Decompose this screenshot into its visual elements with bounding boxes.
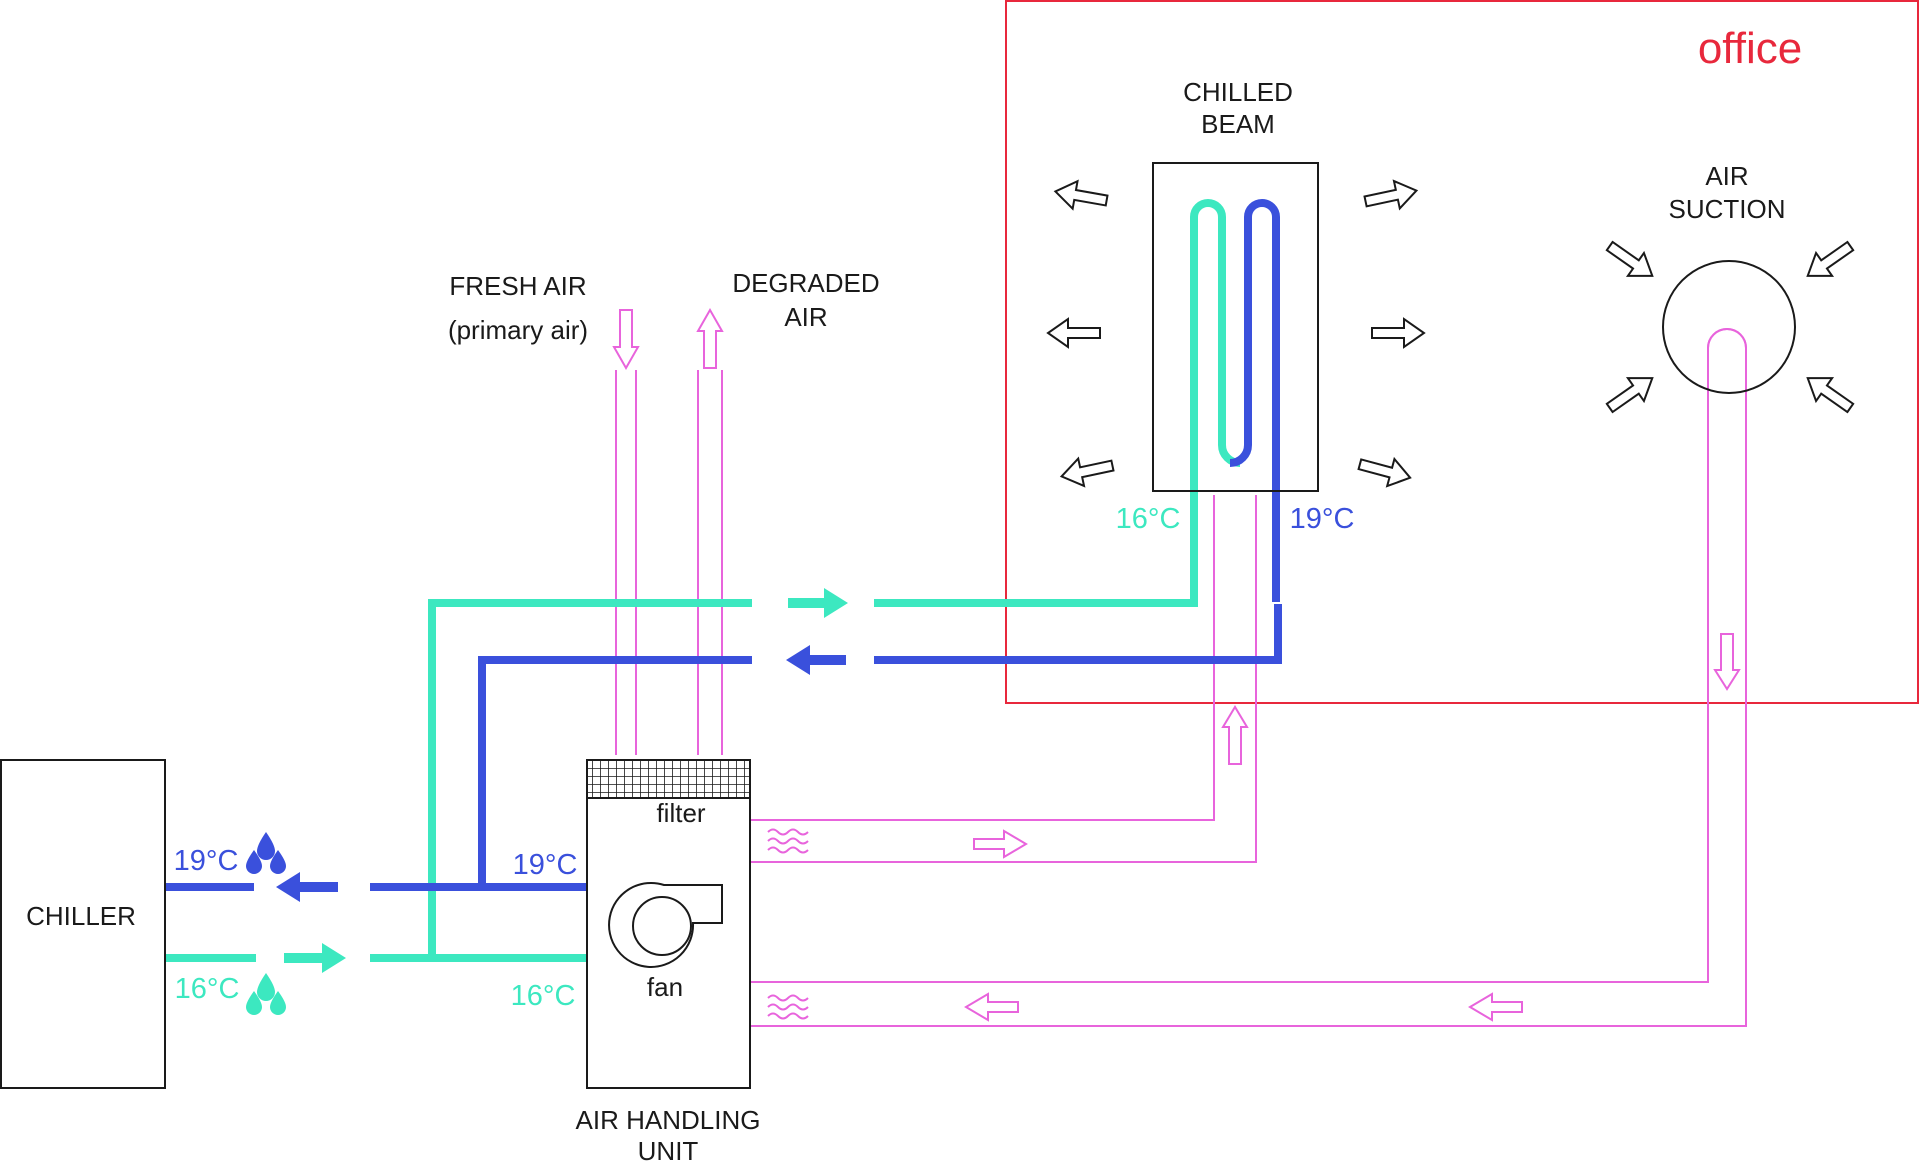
air-suction-arrow: [1798, 365, 1860, 421]
chilled-water-pipes: [166, 199, 1241, 962]
chiller-supply-temp: 16°C: [175, 973, 240, 1005]
air-wave-icon: [767, 828, 809, 854]
office-boundary: [1005, 0, 1919, 704]
filter-mesh: [586, 759, 751, 799]
office-label: office: [1698, 24, 1802, 73]
chiller-return-flow-arrow: [276, 872, 338, 902]
chilled-water-flow-arrow: [788, 588, 848, 618]
beam-return-temp: 19°C: [1290, 503, 1355, 535]
degraded-air-label-line2: AIR: [784, 302, 827, 332]
fresh-air-arrow: [612, 309, 640, 371]
air-suction-label-line2: SUCTION: [1669, 194, 1786, 224]
return-duct-left-arrow-1: [965, 993, 1019, 1021]
return-duct-left-arrow-2: [1469, 993, 1523, 1021]
fan-label: fan: [647, 972, 683, 1002]
ahu-supply-temp: 16°C: [511, 980, 576, 1012]
air-discharge-arrow: [1051, 176, 1111, 216]
return-water-pipes: [166, 199, 1282, 891]
filter-label: filter: [656, 798, 705, 828]
chilled-beam-label-line2: BEAM: [1201, 109, 1275, 139]
ahu-return-temp: 19°C: [513, 849, 578, 881]
chiller-supply-flow-arrow: [284, 943, 346, 973]
air-wave-icon: [767, 994, 809, 1020]
chilled-beam-label-line1: CHILLED: [1183, 77, 1293, 107]
chiller-label: CHILLER: [26, 901, 136, 931]
water-drop-icon: [246, 973, 286, 1015]
air-discharge-arrow: [1355, 449, 1415, 493]
chiller-return-temp: 19°C: [174, 845, 239, 877]
air-suction-arrow: [1600, 365, 1662, 421]
supply-air-duct: [750, 495, 1257, 863]
water-drop-icon: [246, 832, 286, 874]
degraded-air-label-line1: DEGRADED: [732, 268, 879, 298]
beam-supply-temp: 16°C: [1116, 503, 1181, 535]
fresh-air-label-line2: (primary air): [448, 315, 588, 345]
fresh-air-label-line1: FRESH AIR: [449, 271, 586, 301]
air-discharge-arrow: [1057, 450, 1117, 492]
chiller-unit: [0, 759, 166, 1089]
ahu-label-line2: UNIT: [638, 1136, 699, 1164]
ahu-label-line1: AIR HANDLING: [576, 1105, 761, 1135]
fan-icon: [608, 882, 723, 968]
return-water-flow-arrow: [786, 645, 846, 675]
supply-duct-right-arrow: [973, 830, 1027, 858]
air-ducts: [615, 328, 1747, 1027]
air-discharge-arrow: [1371, 318, 1425, 348]
air-suction-grille: [1662, 260, 1796, 394]
degraded-air-duct: [697, 370, 723, 755]
air-suction-arrow: [1798, 233, 1860, 289]
air-discharge-arrow: [1047, 318, 1101, 348]
air-discharge-arrow: [1361, 175, 1421, 217]
chilled-beam-unit: [1152, 162, 1319, 492]
return-duct-down-arrow: [1713, 633, 1741, 691]
air-suction-arrow: [1600, 233, 1662, 289]
air-suction-duct-bend: [1707, 328, 1747, 349]
fresh-air-duct: [615, 370, 637, 755]
degraded-air-arrow: [696, 307, 724, 369]
air-suction-label-line1: AIR: [1705, 161, 1748, 191]
supply-duct-up-arrow: [1221, 705, 1249, 765]
